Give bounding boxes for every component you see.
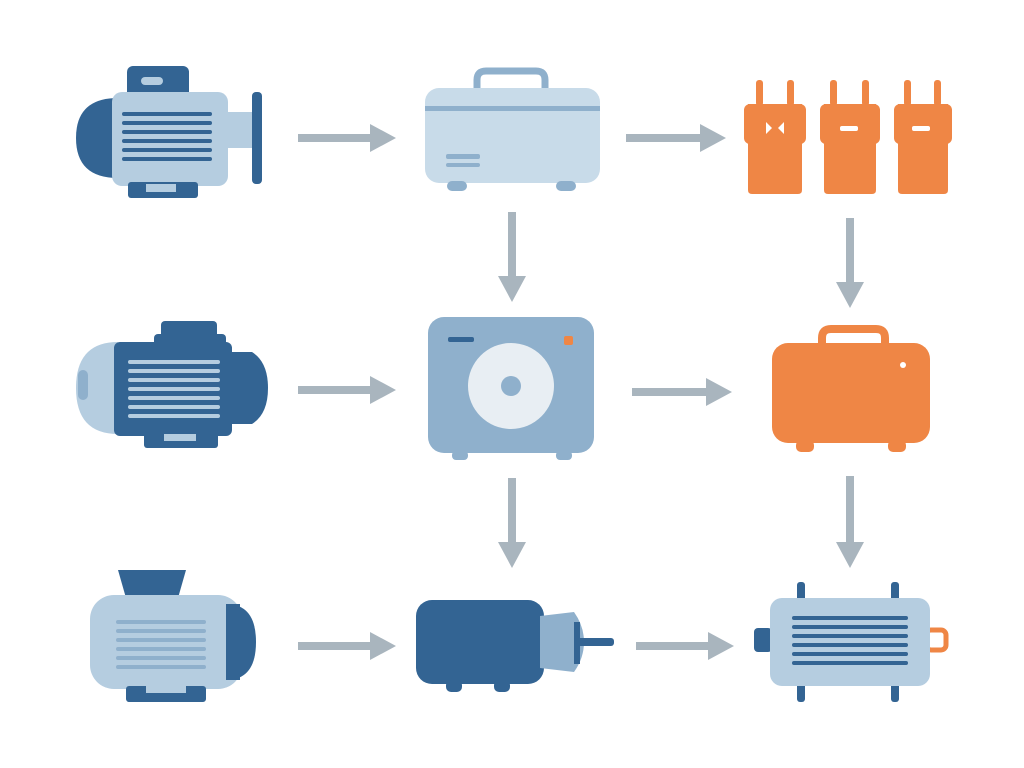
arrow-right-icon [298, 124, 396, 152]
plug-set-icon [744, 80, 952, 194]
electric-motor-icon [76, 66, 262, 198]
carrying-case-icon [772, 325, 930, 452]
toolbox-icon [425, 67, 600, 191]
arrow-right-icon [632, 378, 732, 406]
pump-motor-icon [416, 600, 614, 692]
arrow-down-icon [498, 212, 526, 302]
electric-motor-icon [76, 321, 268, 448]
arrow-right-icon [298, 376, 396, 404]
arrow-right-icon [636, 632, 734, 660]
arrow-right-icon [626, 124, 726, 152]
control-unit-icon [428, 317, 594, 460]
arrow-down-icon [498, 478, 526, 568]
arrow-right-icon [298, 632, 396, 660]
electric-motor-icon [90, 570, 256, 702]
generator-icon [754, 582, 949, 702]
arrow-down-icon [836, 476, 864, 568]
arrow-down-icon [836, 218, 864, 308]
